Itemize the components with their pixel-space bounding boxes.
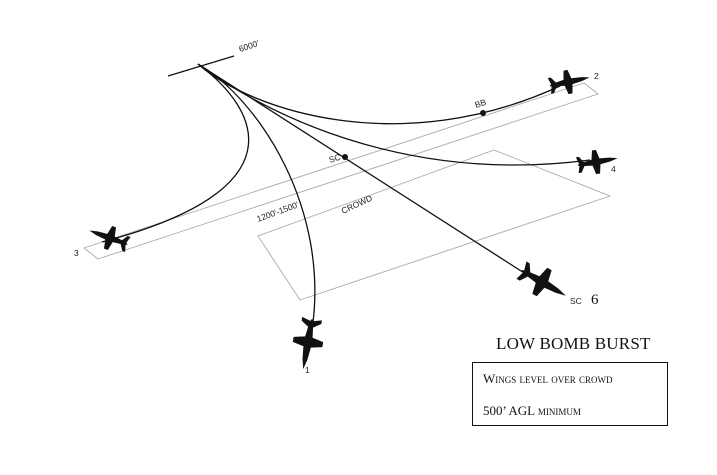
path-aircraft-4 <box>197 63 591 166</box>
altitude-reference-line: 6000' <box>167 38 261 77</box>
aircraft-3-icon <box>85 219 132 256</box>
aircraft-4-label: 4 <box>611 164 616 174</box>
path-aircraft-6 <box>197 63 533 279</box>
path-aircraft-3 <box>101 63 250 243</box>
crowd-line-plane <box>83 82 612 301</box>
svg-text:6000': 6000' <box>238 38 261 54</box>
sc-point: SC <box>328 152 348 165</box>
flight-paths <box>101 63 591 331</box>
note-wings-level: Wings level over crowd <box>483 371 613 386</box>
svg-text:BB: BB <box>474 97 488 110</box>
note-altitude: 500’ AGL minimum <box>483 403 581 419</box>
aircraft-2-icon <box>546 65 593 98</box>
maneuver-notes: Wings level over crowd 500’ AGL minimum <box>472 362 668 426</box>
svg-text:SC: SC <box>328 152 342 165</box>
aircraft-6-label: 6 <box>591 292 599 308</box>
note-altitude-value: 500’ AGL <box>483 403 535 418</box>
aircraft-3-label: 3 <box>74 248 79 258</box>
note-altitude-qualifier: minimum <box>537 403 581 418</box>
aircraft-6-icon <box>513 257 574 309</box>
sc-end-label: SC <box>570 296 582 306</box>
maneuver-title: LOW BOMB BURST <box>496 334 651 353</box>
aircraft-1-icon <box>288 316 327 372</box>
distance-label: 1200'-1500' <box>255 199 300 224</box>
path-aircraft-2 <box>197 63 561 125</box>
bb-point: BB <box>474 97 488 116</box>
crowd-label: CROWD <box>340 193 374 216</box>
aircraft-1-label: 1 <box>305 365 310 375</box>
aircraft-2-label: 2 <box>594 71 599 81</box>
path-aircraft-1 <box>197 63 316 331</box>
